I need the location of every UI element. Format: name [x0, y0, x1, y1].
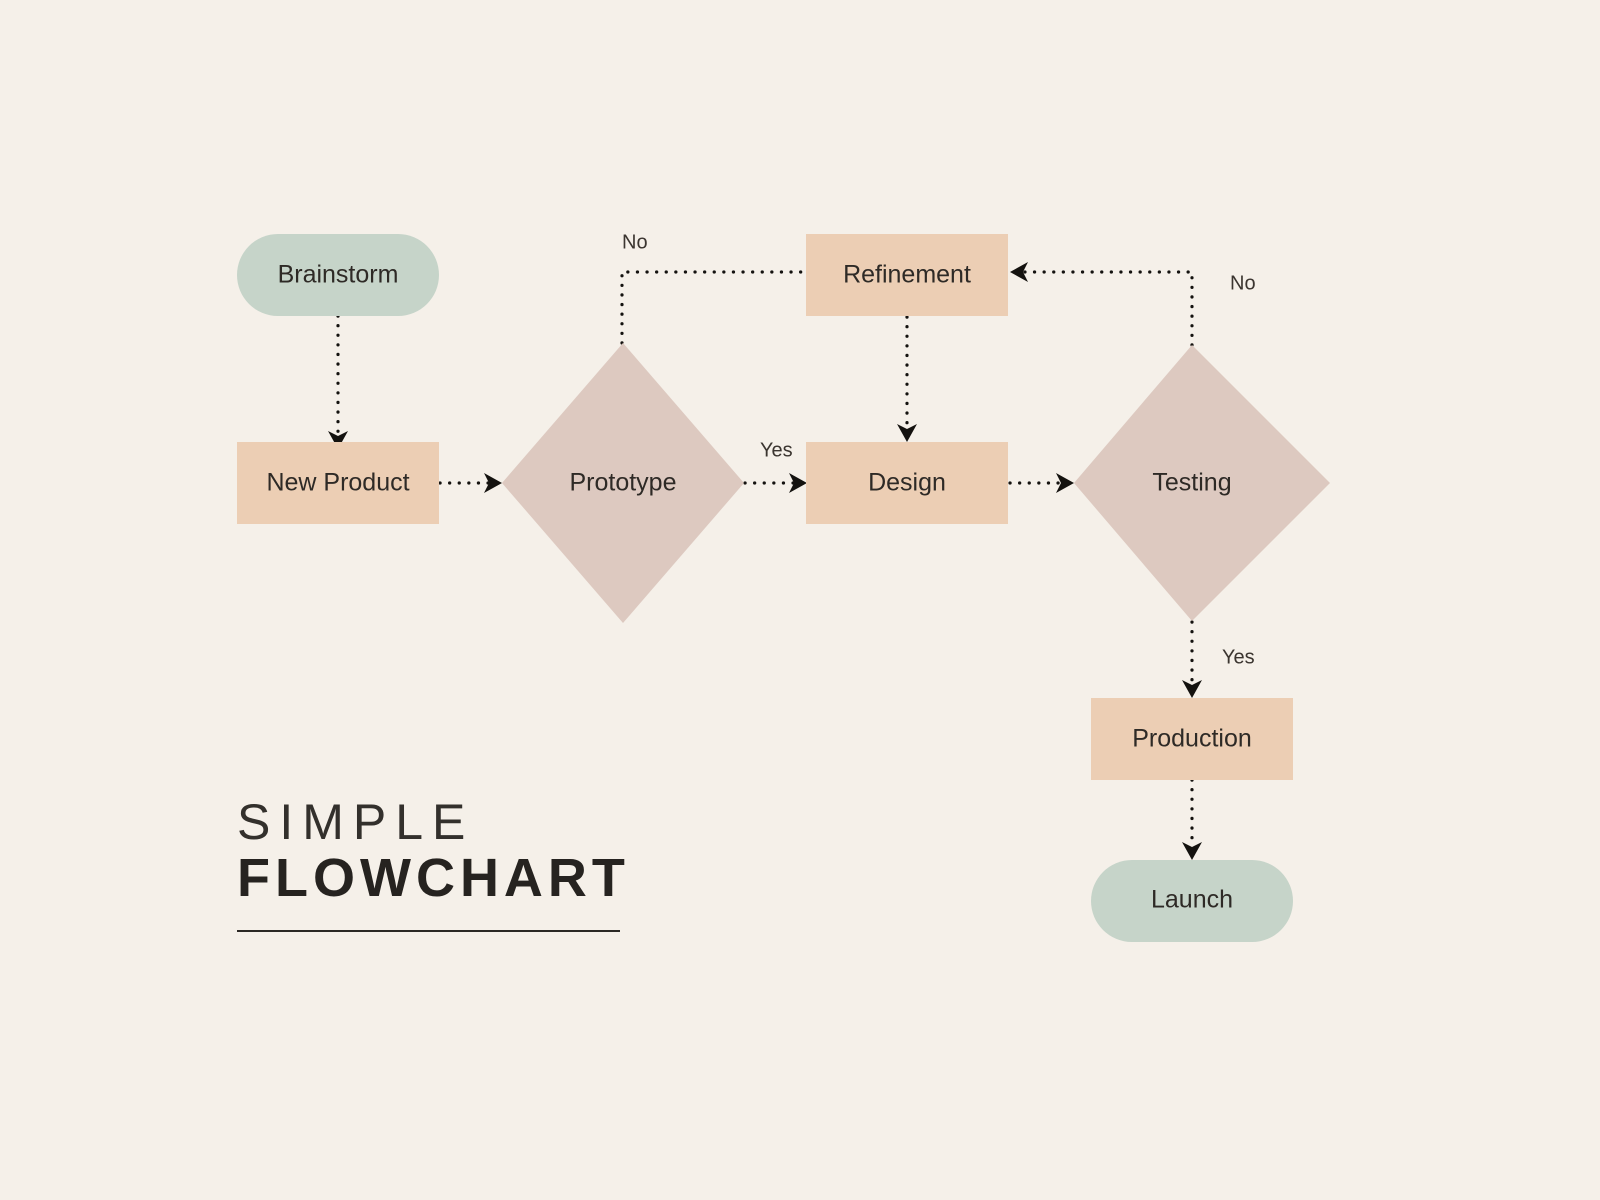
edge-label-testing-yes: Yes	[1222, 646, 1255, 668]
refinement-shape[interactable]	[806, 234, 1008, 316]
edge-labels-layer: No Yes No Yes	[622, 231, 1256, 668]
design-shape[interactable]	[806, 442, 1008, 524]
nodes-layer: Brainstorm New Product Prototype Refinem…	[237, 234, 1330, 942]
prototype-shape[interactable]	[502, 343, 744, 623]
new-product-label: New Product	[266, 469, 409, 497]
brainstorm-shape[interactable]	[237, 234, 439, 316]
title-block: SIMPLE FLOWCHART	[237, 794, 657, 933]
edge-prototype-to-refinement	[620, 262, 825, 345]
testing-label: Testing	[1152, 469, 1231, 497]
prototype-label: Prototype	[569, 469, 676, 497]
production-label: Production	[1132, 725, 1252, 753]
edge-testing-to-production	[1182, 620, 1202, 698]
refinement-label: Refinement	[843, 261, 971, 289]
title-underline-rule	[237, 930, 620, 933]
launch-label: Launch	[1151, 886, 1233, 914]
edge-brainstorm-to-new-product	[328, 314, 348, 449]
edge-prototype-to-design	[743, 473, 807, 493]
connectors-layer	[328, 262, 1202, 860]
edge-design-to-testing	[1008, 473, 1074, 493]
edge-label-prototype-no: No	[622, 231, 648, 253]
edge-production-to-launch	[1182, 778, 1202, 860]
brainstorm-label: Brainstorm	[278, 261, 399, 289]
node-new-product[interactable]: New Product	[237, 442, 439, 524]
launch-shape[interactable]	[1091, 860, 1293, 942]
testing-shape[interactable]	[1074, 345, 1330, 621]
title-line-flowchart: FLOWCHART	[237, 848, 630, 908]
node-testing[interactable]: Testing	[1074, 345, 1330, 621]
edge-new-product-to-prototype	[438, 473, 502, 493]
node-launch[interactable]: Launch	[1091, 860, 1293, 942]
edge-label-prototype-yes: Yes	[760, 439, 793, 461]
node-brainstorm[interactable]: Brainstorm	[237, 234, 439, 316]
node-prototype[interactable]: Prototype	[502, 343, 744, 623]
edge-label-testing-no: No	[1230, 272, 1256, 294]
new-product-shape[interactable]	[237, 442, 439, 524]
node-production[interactable]: Production	[1091, 698, 1293, 780]
title-line-simple: SIMPLE	[237, 794, 475, 850]
design-label: Design	[868, 469, 946, 497]
node-refinement[interactable]: Refinement	[806, 234, 1008, 316]
node-design[interactable]: Design	[806, 442, 1008, 524]
edge-testing-to-refinement	[1010, 262, 1194, 347]
edge-refinement-to-design	[897, 315, 917, 442]
production-shape[interactable]	[1091, 698, 1293, 780]
